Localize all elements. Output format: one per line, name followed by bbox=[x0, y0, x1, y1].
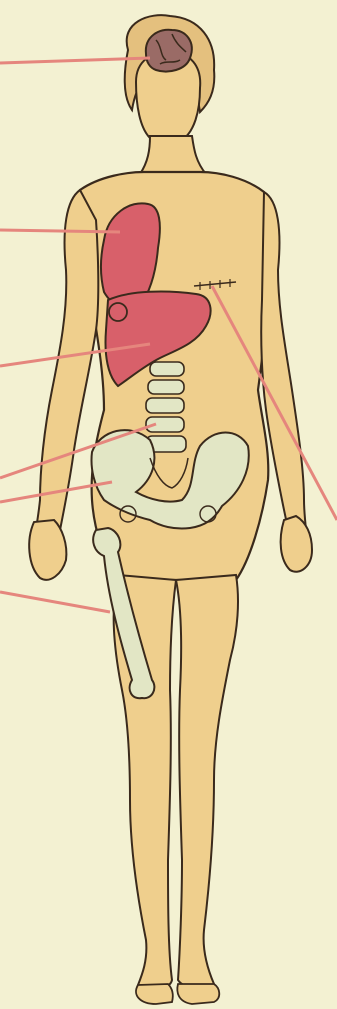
left-hand bbox=[29, 520, 66, 580]
gallbladder bbox=[109, 303, 127, 321]
pointer-chest bbox=[0, 230, 120, 232]
lumbar-spine bbox=[146, 362, 186, 452]
